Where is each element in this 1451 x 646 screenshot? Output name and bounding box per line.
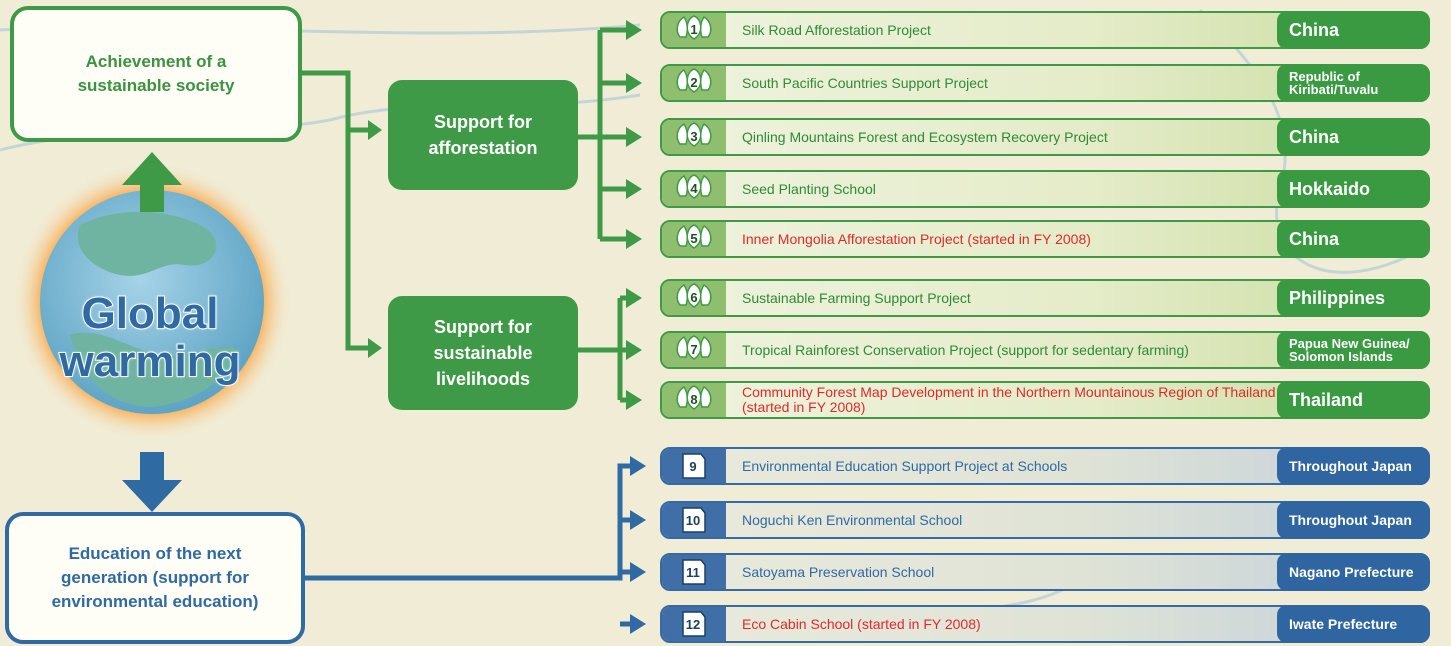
project-title: Qinling Mountains Forest and Ecosystem R… (742, 128, 1108, 145)
down-arrow-icon (122, 452, 182, 512)
goal-next-generation-label: Education of the next generation (suppor… (51, 544, 259, 611)
project-location: Throughout Japan (1277, 501, 1430, 539)
globe-title: Global warming (10, 289, 290, 387)
svg-text:11: 11 (686, 565, 700, 580)
project-title: Tropical Rainforest Conservation Project… (742, 341, 1189, 358)
book-number-icon: 12 (662, 607, 726, 641)
book-number-icon: 10 (662, 503, 726, 537)
project-title: Noguchi Ken Environmental School (742, 511, 963, 528)
globe-title-line2: warming (59, 337, 242, 387)
hub-livelihoods: Support for sustainable livelihoods (388, 296, 578, 410)
project-title: Environmental Education Support Project … (742, 457, 1068, 474)
hub-livelihoods-label: Support for sustainable livelihoods (433, 317, 533, 389)
tree-number-icon: 5 (662, 222, 726, 256)
project-title: Silk Road Afforestation Project (742, 21, 931, 38)
project-location: Philippines (1277, 279, 1430, 317)
project-row: 2 South Pacific Countries Support Project… (660, 64, 1430, 102)
hub-afforestation-label: Support for afforestation (428, 112, 538, 158)
project-row: 1 Silk Road Afforestation Project China (660, 11, 1430, 49)
project-location: Papua New Guinea/ Solomon Islands (1277, 331, 1430, 369)
svg-text:5: 5 (690, 231, 697, 246)
project-row: 12 Eco Cabin School (started in FY 2008) I… (660, 605, 1430, 643)
svg-text:1: 1 (690, 22, 697, 37)
globe-icon (12, 165, 292, 435)
tree-number-icon: 6 (662, 281, 726, 315)
tree-number-icon: 8 (662, 383, 726, 417)
tree-number-icon: 1 (662, 13, 726, 47)
project-location: Republic of Kiribati/Tuvalu (1277, 64, 1430, 102)
book-number-icon: 9 (662, 449, 726, 483)
goal-sustainable-society: Achievement of a sustainable society (10, 6, 302, 142)
svg-text:9: 9 (689, 459, 696, 474)
project-row: 9 Environmental Education Support Project… (660, 447, 1430, 485)
globe-title-line1: Global (81, 289, 220, 339)
project-title: Inner Mongolia Afforestation Project (st… (742, 230, 1091, 247)
project-row: 11 Satoyama Preservation School Nagano Pre… (660, 553, 1430, 591)
project-location: China (1277, 11, 1430, 49)
project-location: China (1277, 220, 1430, 258)
svg-text:4: 4 (690, 181, 698, 196)
hub-afforestation: Support for afforestation (388, 80, 578, 190)
svg-text:10: 10 (686, 513, 700, 528)
up-arrow-icon (122, 152, 182, 212)
project-row: 3 Qinling Mountains Forest and Ecosystem … (660, 118, 1430, 156)
project-location: Thailand (1277, 381, 1430, 419)
project-row: 7 Tropical Rainforest Conservation Projec… (660, 331, 1430, 369)
project-row: 10 Noguchi Ken Environmental School Throug… (660, 501, 1430, 539)
tree-number-icon: 2 (662, 66, 726, 100)
goal-next-generation: Education of the next generation (suppor… (5, 512, 305, 644)
project-row: 4 Seed Planting School Hokkaido (660, 170, 1430, 208)
svg-text:8: 8 (690, 392, 697, 407)
book-number-icon: 11 (662, 555, 726, 589)
svg-text:3: 3 (690, 129, 697, 144)
project-location: Throughout Japan (1277, 447, 1430, 485)
project-title: Community Forest Map Development in the … (742, 384, 1276, 415)
goal-sustainable-society-label: Achievement of a sustainable society (77, 52, 235, 95)
svg-text:2: 2 (690, 75, 697, 90)
project-title: Sustainable Farming Support Project (742, 289, 971, 306)
project-location: Hokkaido (1277, 170, 1430, 208)
tree-number-icon: 3 (662, 120, 726, 154)
project-title: Satoyama Preservation School (742, 563, 935, 580)
project-location: Nagano Prefecture (1277, 553, 1430, 591)
svg-text:7: 7 (690, 342, 697, 357)
project-row: 6 Sustainable Farming Support Project Phil… (660, 279, 1430, 317)
tree-number-icon: 4 (662, 172, 726, 206)
project-title: Seed Planting School (742, 180, 876, 197)
svg-text:12: 12 (686, 617, 700, 632)
project-title: South Pacific Countries Support Project (742, 74, 988, 91)
project-location: Iwate Prefecture (1277, 605, 1430, 643)
svg-text:6: 6 (690, 290, 697, 305)
project-title: Eco Cabin School (started in FY 2008) (742, 615, 981, 632)
project-location: China (1277, 118, 1430, 156)
project-row: 8 Community Forest Map Development in the… (660, 381, 1430, 419)
project-row: 5 Inner Mongolia Afforestation Project (s… (660, 220, 1430, 258)
tree-number-icon: 7 (662, 333, 726, 367)
